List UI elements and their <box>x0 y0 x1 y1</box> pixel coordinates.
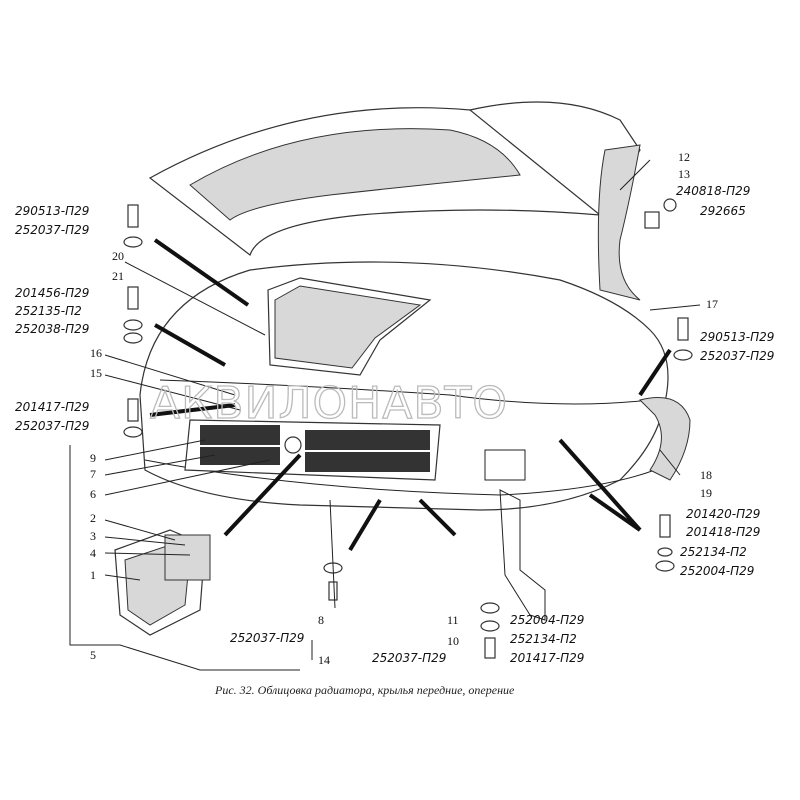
part-number: 2 <box>90 511 96 525</box>
part-number: 7 <box>90 467 96 481</box>
watermark: АКВИЛОНАВТО <box>150 378 508 429</box>
part-number: 21 <box>112 269 124 283</box>
part-label: 201417-П29 <box>510 651 584 665</box>
part-number: 15 <box>90 366 102 380</box>
part-number: 19 <box>700 486 712 500</box>
part-number: 4 <box>90 546 96 560</box>
part-number: 16 <box>90 346 102 360</box>
part-label: 252037-П29 <box>15 419 89 433</box>
part-number: 14 <box>318 653 330 667</box>
part-label: 290513-П29 <box>15 204 89 218</box>
figure-caption: Рис. 32. Облицовка радиатора, крылья пер… <box>214 683 515 697</box>
part-number: 13 <box>678 167 690 181</box>
part-number: 8 <box>318 613 324 627</box>
part-label: 252037-П29 <box>230 631 304 645</box>
part-label: 201420-П29 <box>686 507 760 521</box>
part-label: 252134-П2 <box>510 632 577 646</box>
part-number: 9 <box>90 451 96 465</box>
fasteners <box>123 198 693 659</box>
leader-lines <box>69 159 701 671</box>
headlight-unit-drawing <box>114 529 211 636</box>
part-label: 252134-П2 <box>680 545 747 559</box>
part-number: 12 <box>678 150 690 164</box>
part-label: 252135-П2 <box>15 304 82 318</box>
part-number: 20 <box>112 249 124 263</box>
bracket-drawing <box>499 489 546 621</box>
part-number: 10 <box>447 634 459 648</box>
part-label: 290513-П29 <box>700 330 774 344</box>
part-label: 201456-П29 <box>15 286 89 300</box>
part-number: 6 <box>90 487 96 501</box>
part-number: 1 <box>90 568 96 582</box>
part-label: 252037-П29 <box>372 651 446 665</box>
part-label: 252004-П29 <box>680 564 754 578</box>
part-number: 5 <box>90 648 96 662</box>
part-label: 292665 <box>700 204 746 218</box>
part-label: 252004-П29 <box>510 613 584 627</box>
part-number: 18 <box>700 468 712 482</box>
part-number: 3 <box>90 529 96 543</box>
pointer-lines <box>149 238 672 552</box>
part-label: 201417-П29 <box>15 400 89 414</box>
part-label: 201418-П29 <box>686 525 760 539</box>
part-number: 11 <box>447 613 459 627</box>
part-label: 252037-П29 <box>15 223 89 237</box>
part-label: 252037-П29 <box>700 349 774 363</box>
part-label: 240818-П29 <box>676 184 750 198</box>
part-number: 17 <box>706 297 718 311</box>
part-label: 252038-П29 <box>15 322 89 336</box>
hood-drawing <box>148 101 641 301</box>
